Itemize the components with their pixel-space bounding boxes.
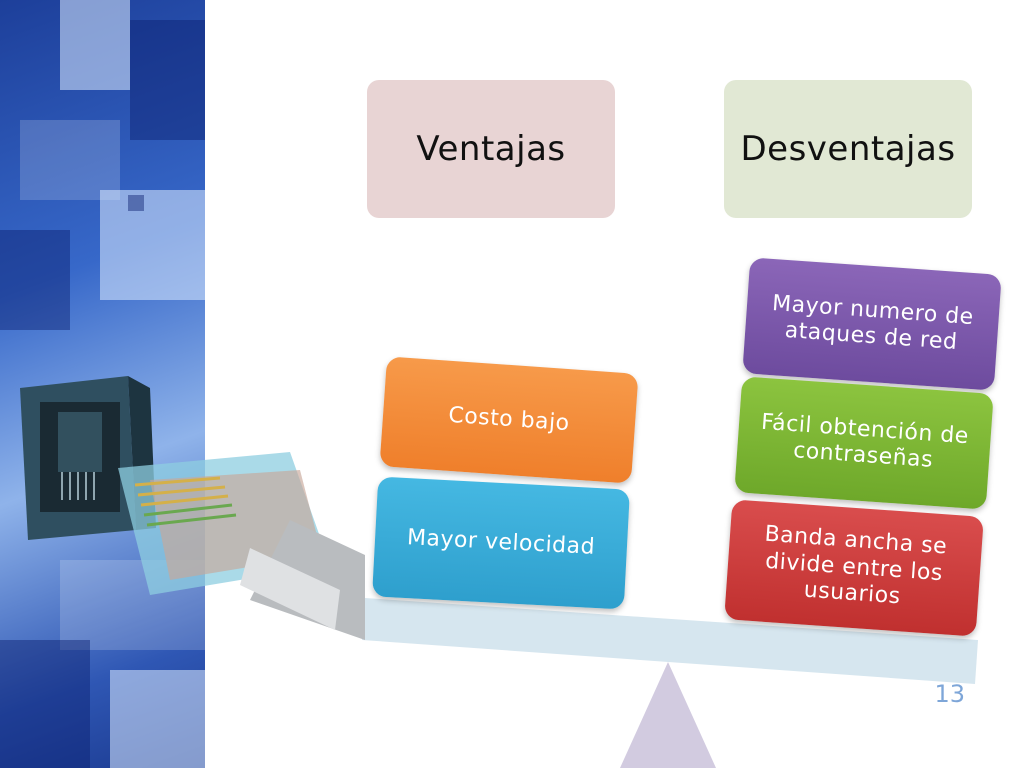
desventajas-header: Desventajas [724,80,972,218]
decorative-blue-panel [0,0,205,768]
desventaja-label: Banda ancha se divide entre los usuarios [763,522,948,610]
ventajas-header: Ventajas [367,80,615,218]
ventajas-header-label: Ventajas [416,129,566,169]
rj45-connector-image [118,452,365,640]
fulcrum [620,662,716,768]
ventaja-label: Costo bajo [447,402,571,437]
page-number: 13 [934,680,965,708]
balance-beam [362,598,978,684]
desventaja-card-contrasenas: Fácil obtención de contraseñas [734,376,994,510]
desventajas-header-label: Desventajas [740,129,956,169]
desventaja-card-ataques: Mayor numero de ataques de red [742,257,1002,391]
desventaja-label: Fácil obtención de contraseñas [760,409,970,473]
desventaja-card-banda-ancha: Banda ancha se divide entre los usuarios [724,499,984,637]
ventaja-card-mayor-velocidad: Mayor velocidad [372,476,630,610]
desventaja-label: Mayor numero de ataques de red [771,290,975,355]
ventaja-card-costo-bajo: Costo bajo [379,356,639,484]
ventaja-label: Mayor velocidad [406,524,596,560]
